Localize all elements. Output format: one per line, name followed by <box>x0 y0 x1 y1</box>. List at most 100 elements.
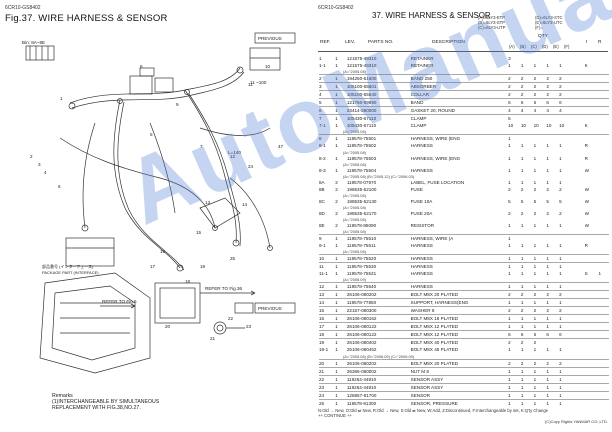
table-row-note: (A="2005.08) <box>319 150 609 155</box>
row-note: (A="2006.09) <box>343 277 366 283</box>
engine-block-right <box>154 282 201 324</box>
cell-qty-d: 1 <box>546 179 549 185</box>
cell-qty-b: 1 <box>520 374 534 384</box>
cell-qty-d: 2 <box>546 90 560 99</box>
col-lev: LEV. <box>345 40 355 45</box>
cell-ref: 8D <box>319 210 325 216</box>
cell-lev: 1 <box>335 143 338 149</box>
cell-remark <box>598 290 609 299</box>
table-row-note: (A="2005.08) (B="2006.09) (C="2006.09) <box>319 354 609 360</box>
cell-parts-no: 119578-75503 <box>346 155 377 161</box>
cell-remark <box>598 167 609 174</box>
callout-19: 19 <box>200 264 206 269</box>
cell-interchange: R <box>584 143 588 149</box>
cell-qty-b: 6 <box>520 98 534 107</box>
callout-22: 22 <box>228 316 234 321</box>
cell-description: SENSOR <box>410 390 509 400</box>
callout-25: 25 <box>230 256 236 261</box>
cell-ref: 14 <box>319 298 336 307</box>
cell-remark <box>598 306 609 315</box>
cell-remark <box>598 62 609 69</box>
cell-remark <box>598 314 609 323</box>
cell-interchange <box>584 398 599 407</box>
cell-qty-d: 1 <box>546 242 549 248</box>
cell-remark <box>598 74 609 83</box>
cell-parts-no: 194250-51600 <box>346 74 411 83</box>
cell-qty-e <box>559 338 572 347</box>
cell-description: HARNESS <box>410 253 509 263</box>
cell-parts-no: 121575-49310 <box>346 63 377 69</box>
cell-lev: 1 <box>335 290 347 299</box>
cell-qty-e: 1 <box>559 179 562 185</box>
cell-qty-c: 6 <box>533 330 547 339</box>
col-qty: QTY <box>538 34 548 39</box>
cell-qty-a: 2 <box>508 74 521 83</box>
cell-qty-d: 1 <box>546 366 560 376</box>
cell-qty-a: 1 <box>508 390 521 400</box>
cell-description: HARNESS <box>410 262 509 271</box>
harness-branch-right <box>184 89 237 244</box>
cell-qty-d: 2 <box>546 74 560 83</box>
callout-11: 11 <box>248 82 253 87</box>
cell-parts-no: 26106-080402 <box>346 338 411 347</box>
cell-qty-d: 2 <box>546 186 549 192</box>
cell-qty-d: 6 <box>546 330 560 339</box>
cell-qty-e: 1 <box>559 314 572 323</box>
cell-qty-a: 1 <box>508 242 511 248</box>
cell-description: HARNESS, WIRE (ENG <box>410 134 509 143</box>
cell-qty-a: 3 <box>508 56 511 62</box>
cell-lev: 1 <box>335 90 347 99</box>
cell-qty-a: 1 <box>508 253 521 263</box>
cell-qty-c <box>533 134 547 143</box>
cell-parts-no: 105100-55540 <box>346 90 411 99</box>
cell-qty-b: 5 <box>520 198 524 204</box>
cell-ref: 11-1 <box>319 271 328 277</box>
cell-description: LABEL, FUSE LOCATION <box>410 179 465 185</box>
callout-5: 5 <box>150 132 153 137</box>
cell-qty-d: 1 <box>546 374 560 384</box>
harness-main <box>69 67 241 104</box>
cell-qty-c: 2 <box>533 210 537 216</box>
cell-interchange <box>585 179 599 186</box>
cell-qty-a: 1 <box>508 314 521 323</box>
cell-qty-c: 1 <box>533 382 547 392</box>
cell-qty-d: 1 <box>546 398 560 407</box>
cell-qty-d: 1 <box>546 382 560 392</box>
cell-qty-b: 1 <box>520 262 534 271</box>
cell-ref: 10 <box>319 253 336 263</box>
cell-qty-c: 1 <box>533 347 537 353</box>
cell-qty-b: 2 <box>520 82 534 91</box>
cell-interchange <box>584 358 599 368</box>
cell-lev: 1 <box>335 155 338 161</box>
cell-remark <box>598 142 609 149</box>
cell-qty-a: 2 <box>508 210 511 216</box>
callout-4: 4 <box>44 170 47 175</box>
cell-qty-e: 1 <box>559 366 572 376</box>
fuse-box <box>65 237 115 267</box>
cell-qty-a: 1 <box>508 134 521 143</box>
cell-qty-b: 1 <box>520 271 524 277</box>
cell-ref: 22 <box>319 374 336 384</box>
cell-lev: 1 <box>335 56 338 62</box>
cell-qty-e: 6 <box>559 330 572 339</box>
cell-parts-no: 22157-080300 <box>346 306 411 315</box>
col-qty-c: (C) <box>531 44 537 49</box>
cell-remark <box>598 155 609 162</box>
cell-qty-f <box>571 338 585 347</box>
cell-parts-no: 119578-07970 <box>346 179 377 185</box>
cell-lev: 1 <box>335 398 347 407</box>
cell-remark <box>598 262 609 271</box>
cell-qty-b: 2 <box>520 306 534 315</box>
cell-description: FUSE 10A <box>410 198 433 204</box>
callout-7: 7 <box>200 144 203 149</box>
cell-interchange <box>584 298 599 307</box>
cell-qty-d <box>546 338 560 347</box>
